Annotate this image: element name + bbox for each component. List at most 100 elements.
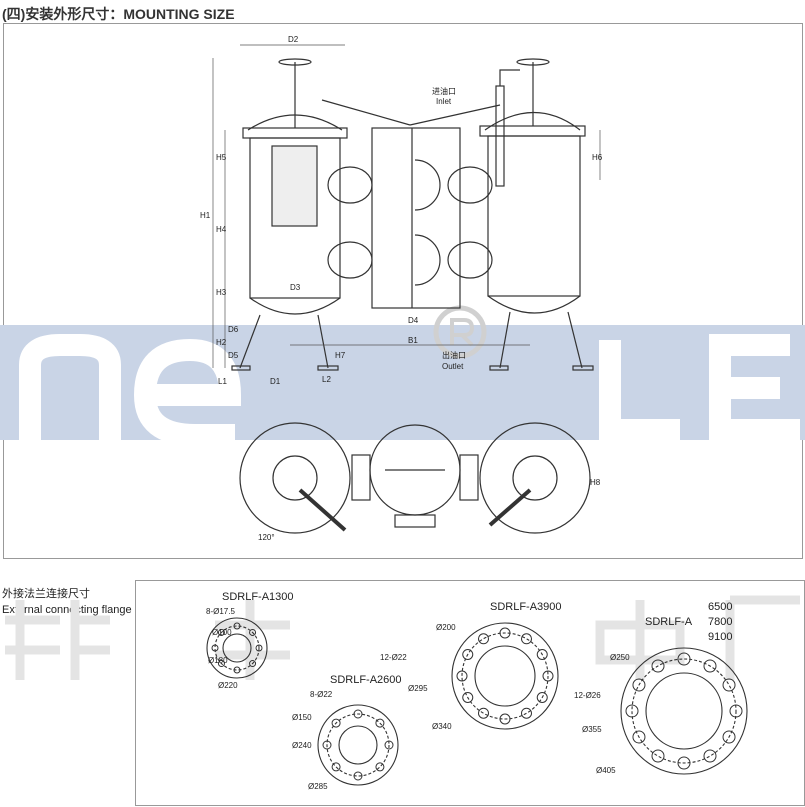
flange-d-outer: Ø220 [218, 681, 238, 690]
flange-diagrams [206, 617, 748, 786]
bolt-hole [331, 718, 341, 728]
mounting-drawing-frame [3, 23, 803, 559]
bolt-hole [632, 678, 646, 692]
bolt-hole [536, 649, 548, 660]
flange-holes: 12-Ø22 [380, 653, 407, 662]
flange-holes: 12-Ø26 [574, 691, 601, 700]
bolt-hole [233, 622, 241, 630]
bolt-hole [353, 771, 363, 781]
bolt-hole [233, 666, 241, 674]
flange-model: SDRLF-A [645, 616, 693, 628]
flange-a3900 [451, 622, 559, 730]
dim-d5: D5 [228, 351, 239, 360]
dim-h1: H1 [200, 211, 211, 220]
dim-h8: H8 [590, 478, 601, 487]
dim-l1: L1 [218, 377, 227, 386]
dimension-lines [212, 44, 601, 368]
bolt-hole [384, 740, 394, 750]
watermark-cn-strokes [5, 595, 800, 680]
bolt-hole [478, 707, 489, 719]
outlet-label-cn: 出油口 [442, 350, 466, 360]
bolt-hole [353, 709, 363, 719]
bolt-hole [249, 660, 257, 668]
dim-d1: D1 [270, 377, 281, 386]
dim-d4: D4 [408, 316, 419, 325]
page-title: (四)安装外形尺寸：MOUNTING SIZE [2, 6, 235, 22]
bolt-hole [322, 740, 332, 750]
bolt-hole [677, 756, 691, 770]
dim-h3: H3 [216, 288, 227, 297]
bolt-hole [217, 628, 225, 636]
flange-title-cn: 外接法兰连接尺寸 [2, 588, 90, 600]
bolt-hole [375, 762, 385, 772]
flange-model: SDRLF-A3900 [490, 601, 562, 613]
dim-h4: H4 [216, 225, 227, 234]
watermark [0, 305, 805, 680]
dim-h7: H7 [335, 351, 346, 360]
bolt-hole [375, 718, 385, 728]
flange-d-bolt: Ø355 [582, 725, 602, 734]
flange-a6500 [620, 647, 748, 775]
inlet-label-en: Inlet [436, 97, 452, 106]
plan-view [239, 422, 591, 534]
dim-d2: D2 [288, 35, 299, 44]
bolt-hole [651, 749, 665, 763]
flange-d-bolt: Ø180 [208, 656, 228, 665]
flange-model-variant: 6500 [708, 601, 732, 613]
flange-d-inner: Ø250 [610, 653, 630, 662]
bolt-hole [521, 707, 532, 719]
bolt-hole [651, 659, 665, 673]
flange-d-outer: Ø405 [596, 766, 616, 775]
dim-h5: H5 [216, 153, 227, 162]
dimension-labels: D2 H1 H5 H4 H3 H2 H6 H7 H8 D3 D4 D5 D6 B… [200, 35, 603, 542]
flange-model-variant: 7800 [708, 616, 732, 628]
flange-model-variant: 9100 [708, 631, 732, 643]
flange-d-inner: Ø200 [436, 623, 456, 632]
watermark-letters [19, 334, 800, 446]
bolt-hole [703, 659, 717, 673]
bolt-hole [211, 644, 219, 652]
bolt-hole [249, 628, 257, 636]
bolt-hole [255, 644, 263, 652]
bolt-hole [462, 692, 474, 703]
bolt-hole [536, 692, 548, 703]
bolt-hole [217, 660, 225, 668]
flange-d-inner: Ø150 [292, 713, 312, 722]
bolt-hole [632, 730, 646, 744]
flange-holes: 8-Ø22 [310, 690, 333, 699]
bolt-hole [456, 670, 468, 682]
dim-h2: H2 [216, 338, 227, 347]
bolt-hole [722, 730, 736, 744]
outlet-label-en: Outlet [442, 362, 464, 371]
flange-model: SDRLF-A1300 [222, 591, 294, 603]
flange-a1300 [206, 617, 268, 679]
flange-d-inner: Ø100 [212, 628, 232, 637]
right-filter-tank [479, 58, 594, 371]
bolt-hole [677, 652, 691, 666]
dim-d6: D6 [228, 325, 239, 334]
bolt-hole [703, 749, 717, 763]
bolt-hole [478, 633, 489, 645]
bolt-hole [722, 678, 736, 692]
bolt-hole [499, 713, 511, 725]
bolt-hole [331, 762, 341, 772]
bolt-hole [625, 704, 639, 718]
bolt-hole [462, 649, 474, 660]
dim-l2: L2 [322, 375, 331, 384]
flange-d-bolt: Ø295 [408, 684, 428, 693]
dim-b1: B1 [408, 336, 418, 345]
flange-d-outer: Ø285 [308, 782, 328, 791]
flange-a2600 [317, 704, 399, 786]
changeover-valve [321, 99, 501, 309]
bolt-hole [542, 670, 554, 682]
bolt-hole [729, 704, 743, 718]
dim-angle: 120° [258, 533, 275, 542]
flange-holes: 8-Ø17.5 [206, 607, 235, 616]
flange-d-bolt: Ø240 [292, 741, 312, 750]
flange-d-outer: Ø340 [432, 722, 452, 731]
bolt-holes [211, 622, 743, 781]
bolt-hole [499, 627, 511, 639]
flange-title-en: External connecting flange [2, 604, 132, 616]
dim-h6: H6 [592, 153, 603, 162]
